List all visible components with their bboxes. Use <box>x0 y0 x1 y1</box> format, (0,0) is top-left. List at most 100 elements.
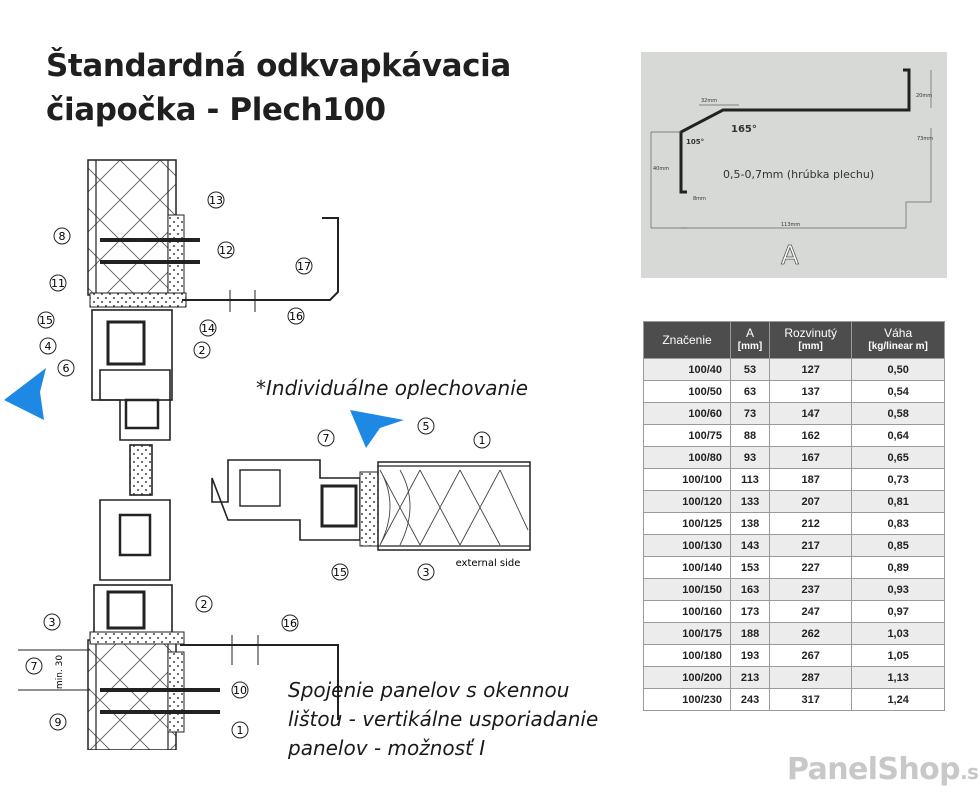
table-cell: 100/120 <box>643 490 731 513</box>
callout-3-lower: 3 <box>49 616 56 629</box>
callout-6: 6 <box>63 362 70 375</box>
table-cell: 217 <box>769 534 853 557</box>
table-cell: 237 <box>769 578 853 601</box>
technical-drawing: 13 12 8 17 11 15 16 14 4 6 2 2 3 16 7 10… <box>4 159 531 750</box>
spec-table: Značenie A[mm]Rozvinutý[mm] Váha[kg/linear… <box>643 321 945 711</box>
table-header-cell: Rozvinutý[mm] <box>769 321 853 359</box>
table-cell: 137 <box>769 380 853 403</box>
table-cell: 212 <box>769 512 853 535</box>
profile-dim-small: 8mm <box>693 196 706 202</box>
table-cell: 187 <box>769 468 853 491</box>
callout-1-side: 1 <box>479 434 486 447</box>
table-cell: 247 <box>769 600 853 623</box>
table-cell: 127 <box>769 358 853 381</box>
table-cell: 100/180 <box>643 644 731 667</box>
table-cell: 1,03 <box>851 622 945 645</box>
table-cell: 100/140 <box>643 556 731 579</box>
table-cell: 100/75 <box>643 424 731 447</box>
table-cell: 0,81 <box>851 490 945 513</box>
table-cell: 0,85 <box>851 534 945 557</box>
flashing-profile-diagram: 165° 105° 0,5-0,7mm (hrúbka plechu) 32mm… <box>641 52 947 278</box>
table-cell: 100/60 <box>643 402 731 425</box>
callout-11: 11 <box>51 277 65 290</box>
lower-wall-panel <box>18 631 339 750</box>
callouts-lower: 2 3 16 7 10 9 1 min. 30 <box>25 595 299 739</box>
table-cell: 167 <box>769 446 853 469</box>
table-cell: 173 <box>729 600 771 623</box>
callout-10: 10 <box>233 684 247 697</box>
note-joint-line-3: panelov - možnosť I <box>288 736 486 760</box>
profile-dim-bottom: 113mm <box>781 222 800 228</box>
table-cell: 163 <box>729 578 771 601</box>
table-cell: 100/50 <box>643 380 731 403</box>
brand-name: PanelShop <box>787 752 961 787</box>
brand-logo: PanelShop.sk <box>787 752 980 787</box>
table-cell: 100/100 <box>643 468 731 491</box>
callout-8: 8 <box>59 230 66 243</box>
table-cell: 100/150 <box>643 578 731 601</box>
table-cell: 213 <box>729 666 771 689</box>
upper-wall-panel <box>87 159 200 296</box>
table-cell: 73 <box>729 402 771 425</box>
note-individual: *Individuálne oplechovanie <box>256 376 529 400</box>
table-cell: 100/160 <box>643 600 731 623</box>
table-cell: 88 <box>729 424 771 447</box>
table-cell: 143 <box>729 534 771 557</box>
side-section-detail <box>211 459 531 551</box>
table-cell: 188 <box>729 622 771 645</box>
table-cell: 93 <box>729 446 771 469</box>
profile-letter-a: A <box>781 241 799 271</box>
table-cell: 100/40 <box>643 358 731 381</box>
table-cell: 153 <box>729 556 771 579</box>
arrow-side-icon <box>350 410 404 448</box>
table-cell: 0,83 <box>851 512 945 535</box>
table-header-cell: A[mm] <box>729 321 771 359</box>
callout-15-side: 15 <box>333 566 347 579</box>
callout-12: 12 <box>219 244 233 257</box>
callouts-upper: 13 12 8 17 11 15 16 14 4 6 2 <box>37 191 313 377</box>
table-cell: 1,24 <box>851 688 945 711</box>
table-cell: 0,97 <box>851 600 945 623</box>
callout-16: 16 <box>289 310 303 323</box>
table-cell: 227 <box>769 556 853 579</box>
callout-17: 17 <box>297 260 311 273</box>
table-cell: 162 <box>769 424 853 447</box>
table-cell: 207 <box>769 490 853 513</box>
dim-min-30: min. 30 <box>55 655 65 689</box>
table-cell: 113 <box>729 468 771 491</box>
profile-dim-right: 73mm <box>917 136 933 142</box>
sill-flashing-top <box>89 217 339 312</box>
table-cell: 63 <box>729 380 771 403</box>
callout-5: 5 <box>423 420 430 433</box>
callout-9: 9 <box>55 716 62 729</box>
profile-dim-left: 40mm <box>653 166 669 172</box>
callout-1-lower: 1 <box>237 724 244 737</box>
table-cell: 100/130 <box>643 534 731 557</box>
table-header-label: Značenie <box>662 332 712 347</box>
profile-thickness-label: 0,5-0,7mm (hrúbka plechu) <box>723 168 874 181</box>
profile-angle-165: 165° <box>731 124 757 135</box>
callout-7-lower: 7 <box>31 660 38 673</box>
table-cell: 53 <box>729 358 771 381</box>
table-cell: 100/200 <box>643 666 731 689</box>
table-header-label: Rozvinutý <box>784 326 837 340</box>
table-cell: 0,54 <box>851 380 945 403</box>
table-cell: 147 <box>769 402 853 425</box>
table-header-label: Váha <box>884 326 913 340</box>
callout-4: 4 <box>45 340 52 353</box>
table-header-label: A <box>746 326 755 340</box>
note-joint-line-1: Spojenie panelov s okennou <box>288 678 570 702</box>
table-cell: 0,89 <box>851 556 945 579</box>
title-line-1: Štandardná odkvapkávacia <box>46 48 511 84</box>
table-header-unit: [kg/linear m] <box>868 341 928 352</box>
